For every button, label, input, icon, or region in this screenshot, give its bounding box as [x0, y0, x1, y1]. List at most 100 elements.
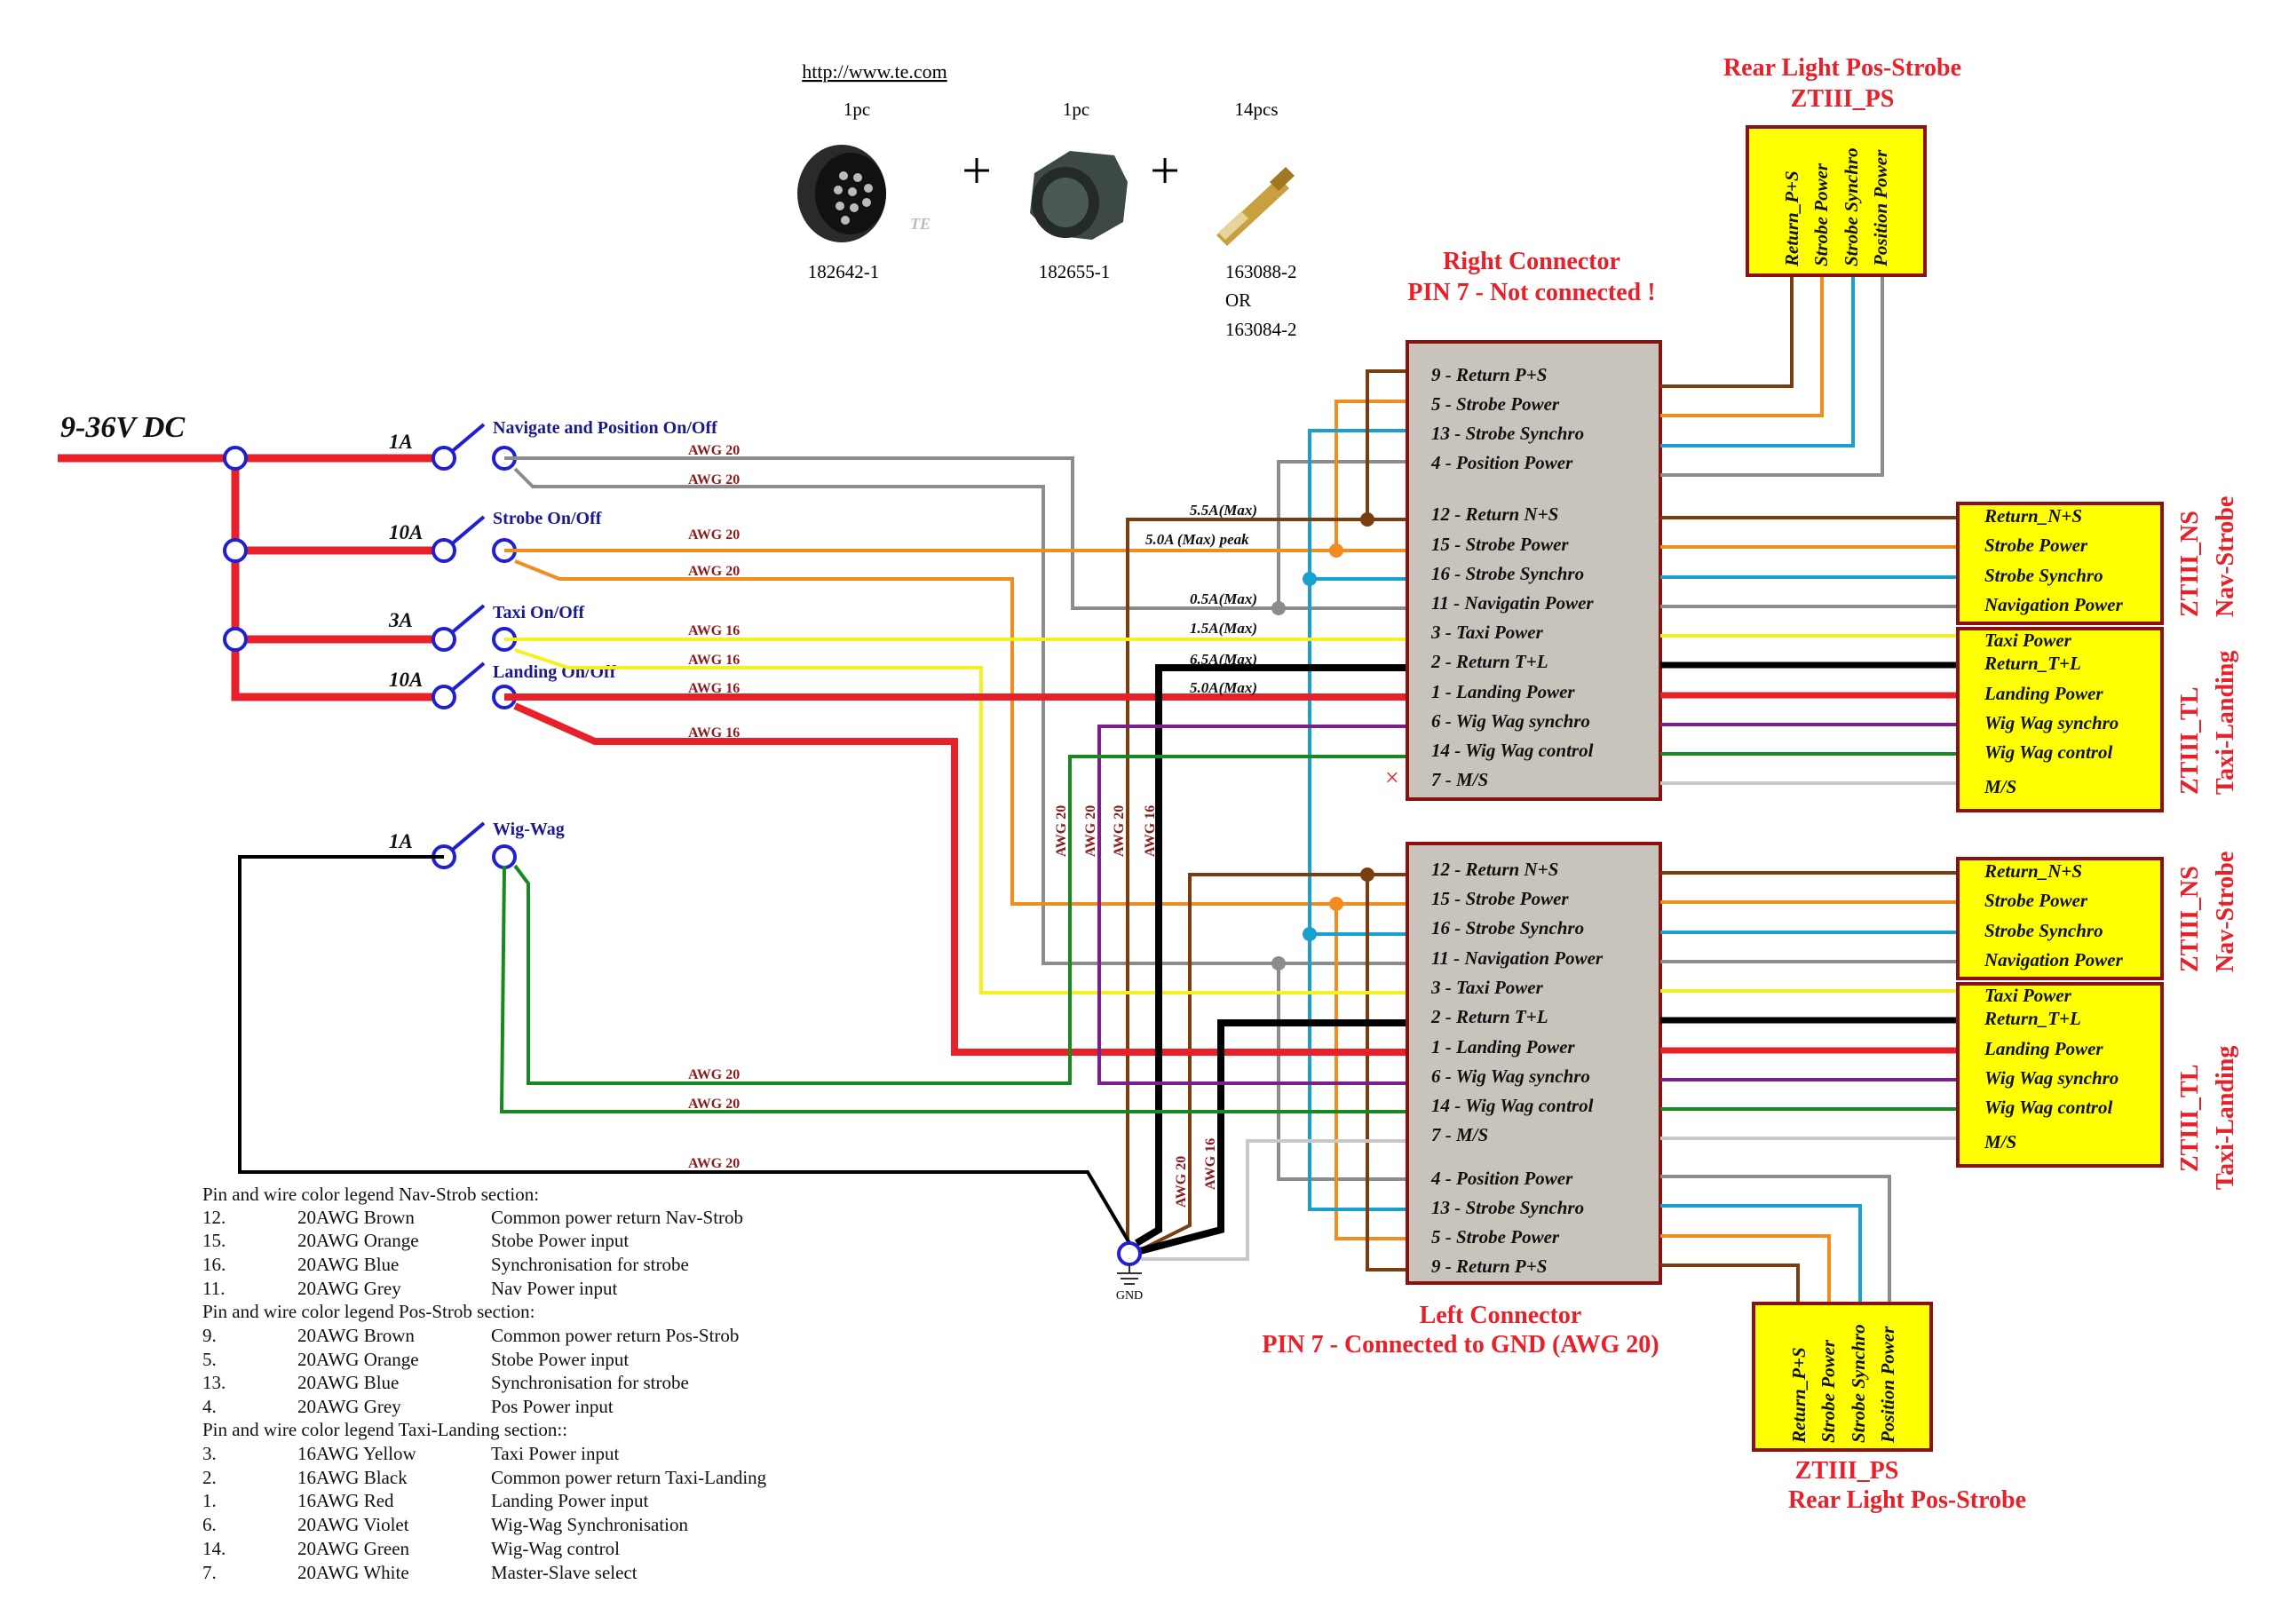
svg-text:Return_T+L: Return_T+L [1984, 1008, 2081, 1029]
switch-label-wigwag[interactable]: Wig-Wag [493, 820, 565, 839]
svg-text:20AWG Orange: 20AWG Orange [297, 1230, 419, 1251]
svg-text:20AWG Grey: 20AWG Grey [297, 1396, 401, 1417]
svg-text:Return_P+S: Return_P+S [1788, 1347, 1810, 1444]
svg-text:2.: 2. [202, 1467, 217, 1488]
svg-text:Navigation Power: Navigation Power [1984, 949, 2124, 970]
left-connector-note: PIN 7 - Connected to GND (AWG 20) [1262, 1331, 1659, 1359]
svg-text:Strobe Synchro: Strobe Synchro [1984, 920, 2103, 941]
svg-text:20AWG Blue: 20AWG Blue [297, 1254, 399, 1275]
svg-text:AWG 16: AWG 16 [688, 725, 740, 741]
svg-text:AWG 20: AWG 20 [1054, 805, 1069, 857]
svg-text:Taxi Power: Taxi Power [1984, 630, 2072, 651]
svg-text:12.: 12. [202, 1207, 226, 1228]
fuse-label-taxi: 3A [388, 609, 413, 631]
svg-text:16AWG Yellow: 16AWG Yellow [297, 1443, 416, 1464]
svg-text:13.: 13. [202, 1372, 226, 1393]
svg-text:AWG 20: AWG 20 [1112, 805, 1127, 857]
svg-text:ZTIII_NS: ZTIII_NS [2176, 511, 2204, 617]
svg-text:4 - Position Power: 4 - Position Power [1430, 1168, 1573, 1189]
svg-text:Wig Wag synchro: Wig Wag synchro [1984, 1067, 2119, 1089]
awg-labels: AWG 20 AWG 20 AWG 20 AWG 20 AWG 16 AWG 1… [688, 443, 1218, 1208]
svg-text:ZTIII_TL: ZTIII_TL [2176, 1065, 2204, 1172]
svg-text:6.5A(Max): 6.5A(Max) [1190, 651, 1257, 668]
svg-text:AWG 20: AWG 20 [1174, 1156, 1189, 1208]
svg-text:20AWG White: 20AWG White [297, 1562, 409, 1583]
contact-pin-image [1216, 167, 1295, 246]
svg-text:Strobe Synchro: Strobe Synchro [1848, 1324, 1869, 1443]
svg-text:20AWG Brown: 20AWG Brown [297, 1325, 415, 1346]
wires [238, 369, 1407, 1271]
svg-text:3 - Taxi Power: 3 - Taxi Power [1430, 977, 1544, 998]
svg-text:Nav Power input: Nav Power input [491, 1278, 617, 1299]
svg-text:20AWG Green: 20AWG Green [297, 1538, 410, 1559]
svg-text:Strobe Power: Strobe Power [1984, 890, 2088, 911]
parts-header: http://www.te.com 1pc 1pc 14pcs TE + + [797, 60, 1297, 340]
svg-text:Strobe Synchro: Strobe Synchro [1841, 147, 1862, 266]
svg-text:Landing Power: Landing Power [1984, 683, 2103, 704]
switch-label-landing[interactable]: Landing On/Off [493, 662, 616, 682]
svg-text:ZTIII_PS: ZTIII_PS [1795, 1457, 1899, 1485]
svg-text:Strobe Synchro: Strobe Synchro [1984, 565, 2103, 586]
svg-text:Stobe Power input: Stobe Power input [491, 1349, 629, 1370]
junction-node [223, 538, 248, 563]
svg-text:Taxi Power: Taxi Power [1984, 985, 2072, 1006]
switch-label-nav[interactable]: Navigate and Position On/Off [493, 418, 717, 438]
right-connector: Right Connector PIN 7 - Not connected ! … [1385, 248, 1662, 801]
svg-text:5.0A(Max): 5.0A(Max) [1190, 679, 1257, 696]
svg-text:1.5A(Max): 1.5A(Max) [1190, 620, 1257, 637]
svg-text:7 - M/S: 7 - M/S [1431, 769, 1488, 790]
current-ratings: 5.5A(Max) 5.0A (Max) peak 0.5A(Max) 1.5A… [1145, 502, 1257, 696]
svg-text:Rear Light Pos-Strobe: Rear Light Pos-Strobe [1723, 54, 1961, 82]
svg-text:Rear Light Pos-Strobe: Rear Light Pos-Strobe [1788, 1486, 2026, 1514]
svg-text:AWG 20: AWG 20 [688, 527, 740, 543]
svg-text:4 - Position Power: 4 - Position Power [1430, 452, 1573, 473]
fuse-label-wigwag: 1A [389, 830, 413, 852]
svg-text:AWG 20: AWG 20 [688, 443, 740, 458]
svg-text:15.: 15. [202, 1230, 226, 1251]
svg-text:11.: 11. [202, 1278, 225, 1299]
svg-text:Common power return Pos-Strob: Common power return Pos-Strob [491, 1325, 739, 1346]
part-number-4: 163084-2 [1225, 319, 1297, 340]
svg-text:Wig Wag control: Wig Wag control [1984, 1097, 2112, 1118]
switch-label-taxi[interactable]: Taxi On/Off [493, 603, 585, 622]
svg-text:AWG 20: AWG 20 [688, 564, 740, 579]
parts-url[interactable]: http://www.te.com [802, 60, 947, 83]
svg-text:Pin and wire color legend Taxi: Pin and wire color legend Taxi-Landing s… [202, 1419, 567, 1440]
svg-text:Return_T+L: Return_T+L [1984, 653, 2081, 674]
svg-text:ZTIII_TL: ZTIII_TL [2176, 687, 2204, 795]
svg-text:Return_N+S: Return_N+S [1984, 505, 2082, 527]
svg-text:Wig Wag control: Wig Wag control [1984, 741, 2112, 763]
svg-text:M/S: M/S [1984, 1131, 2016, 1153]
part-number-2: 182655-1 [1039, 261, 1111, 282]
svg-text:AWG 20: AWG 20 [688, 472, 740, 487]
svg-text:Return_P+S: Return_P+S [1781, 170, 1802, 267]
svg-text:AWG 16: AWG 16 [688, 681, 740, 696]
ns-box-top: Return_N+S Strobe Power Strobe Synchro N… [1956, 496, 2239, 625]
svg-text:12 - Return N+S: 12 - Return N+S [1431, 859, 1558, 880]
right-connector-title: Right Connector [1443, 248, 1620, 275]
receptacle-image: TE [797, 145, 931, 242]
svg-text:AWG 16: AWG 16 [688, 653, 740, 668]
svg-text:AWG 16: AWG 16 [1203, 1138, 1218, 1190]
svg-text:11 - Navigation Power: 11 - Navigation Power [1431, 947, 1604, 969]
svg-text:Taxi-Landing: Taxi-Landing [2212, 651, 2239, 795]
tl-box-top: Taxi Power Return_T+L Landing Power Wig … [1956, 627, 2239, 812]
fuse-label-strobe: 10A [389, 521, 423, 543]
svg-text:14 - Wig Wag control: 14 - Wig Wag control [1431, 740, 1594, 761]
svg-text:9 - Return P+S: 9 - Return P+S [1431, 1256, 1547, 1277]
legend: Pin and wire color legend Nav-Strob sect… [202, 1184, 767, 1583]
junction-dots [1271, 512, 1374, 970]
svg-text:20AWG Orange: 20AWG Orange [297, 1349, 419, 1370]
part-qty-1: 1pc [843, 99, 870, 120]
svg-text:Nav-Strobe: Nav-Strobe [2212, 852, 2239, 972]
switch-nodes [432, 446, 517, 869]
svg-text:Pin and wire color legend Pos-: Pin and wire color legend Pos-Strob sect… [202, 1301, 535, 1322]
switch-label-strobe[interactable]: Strobe On/Off [493, 509, 602, 528]
device-wires [1660, 275, 1958, 1303]
svg-text:1 - Landing Power: 1 - Landing Power [1431, 681, 1575, 702]
svg-text:Navigation Power: Navigation Power [1984, 594, 2124, 615]
svg-text:16 - Strobe Synchro: 16 - Strobe Synchro [1431, 563, 1584, 584]
part-number-or: OR [1225, 289, 1251, 311]
svg-text:6 - Wig Wag synchro: 6 - Wig Wag synchro [1431, 710, 1590, 732]
svg-text:13 - Strobe Synchro: 13 - Strobe Synchro [1431, 1197, 1584, 1218]
